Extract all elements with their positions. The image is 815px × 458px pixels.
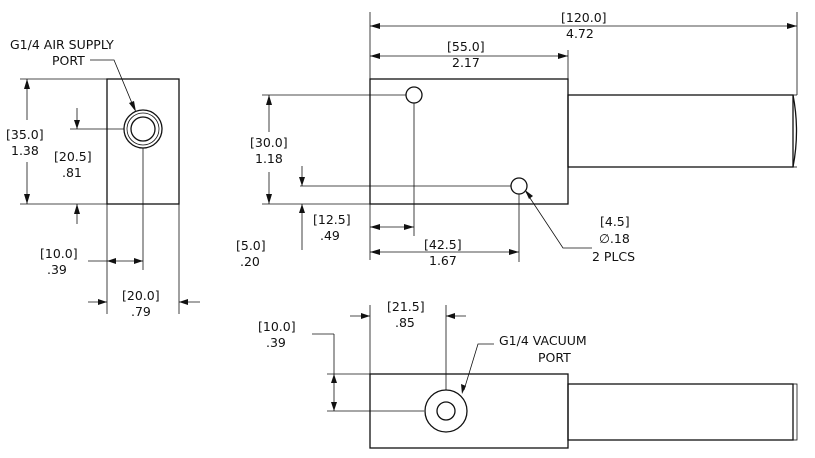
- air-port-outer: [123, 109, 163, 149]
- vacuum-port-outer: [424, 389, 468, 433]
- vacuum-port-label-line1: G1/4 VACUUM: [499, 333, 587, 348]
- dim-height-in: 1.38: [11, 143, 39, 158]
- mount-hole-bottom: [510, 177, 528, 195]
- dim-air-port-height-mm: [20.5]: [54, 149, 92, 164]
- air-port-label-line2: PORT: [52, 53, 85, 68]
- dim-vacuum-y-mm: [10.0]: [258, 319, 296, 334]
- dim-overall-length-in: 4.72: [566, 26, 594, 41]
- dim-hole-spacing-in: 1.18: [255, 151, 283, 166]
- dim-air-port-offset-in: .39: [47, 262, 67, 277]
- vacuum-port-leader: [463, 343, 494, 391]
- vacuum-port-leader-arrow: [461, 384, 466, 394]
- hole-size-mm: [4.5]: [600, 214, 630, 229]
- shaft-end: [792, 94, 798, 168]
- hole-qty: 2 PLCS: [592, 249, 635, 264]
- end-view: [20, 59, 200, 314]
- hole-leader-arrow: [525, 190, 533, 199]
- dim-hole-x1-mm: [12.5]: [313, 212, 351, 227]
- front-view: [262, 12, 798, 262]
- dim-vacuum-x-in: .85: [395, 315, 415, 330]
- dim-vacuum-x-mm: [21.5]: [387, 299, 425, 314]
- vacuum-port-label-line2: PORT: [538, 350, 571, 365]
- dim-width-in: .79: [131, 304, 151, 319]
- dim-hole-y1-in: .20: [240, 254, 260, 269]
- dim-width-mm: [20.0]: [122, 288, 160, 303]
- air-port-leader: [90, 59, 135, 109]
- dim-air-port-offset-mm: [10.0]: [40, 246, 78, 261]
- labels: G1/4 AIR SUPPLY PORT [35.0] 1.38 [20.5] …: [6, 10, 635, 365]
- body-outline: [369, 78, 569, 205]
- hole-size-in: ∅.18: [599, 231, 630, 246]
- bottom-shaft-outline: [567, 383, 794, 441]
- dim-overall-length-mm: [120.0]: [561, 10, 607, 25]
- dim-hole-y1-mm: [5.0]: [236, 238, 266, 253]
- air-port-mid: [126, 112, 160, 146]
- hole-leader: [525, 191, 592, 249]
- dim-height-mm: [35.0]: [6, 127, 44, 142]
- air-port-inner: [130, 116, 156, 142]
- dim-hole-spacing-mm: [30.0]: [250, 135, 288, 150]
- vacuum-port-inner: [436, 401, 456, 421]
- dim-hole-x2-mm: [42.5]: [424, 237, 462, 252]
- bottom-view: [312, 305, 798, 449]
- dim-hole-x1-in: .49: [320, 228, 340, 243]
- dim-body-length-in: 2.17: [452, 55, 480, 70]
- dim-body-length-mm: [55.0]: [447, 39, 485, 54]
- dim-vacuum-y-in: .39: [266, 335, 286, 350]
- dim-air-port-height-in: .81: [62, 165, 82, 180]
- dim-hole-x2-in: 1.67: [429, 253, 457, 268]
- air-port-label-line1: G1/4 AIR SUPPLY: [10, 37, 114, 52]
- air-port-leader-arrow: [129, 101, 136, 112]
- mount-hole-top: [405, 86, 423, 104]
- shaft-outline: [567, 94, 794, 168]
